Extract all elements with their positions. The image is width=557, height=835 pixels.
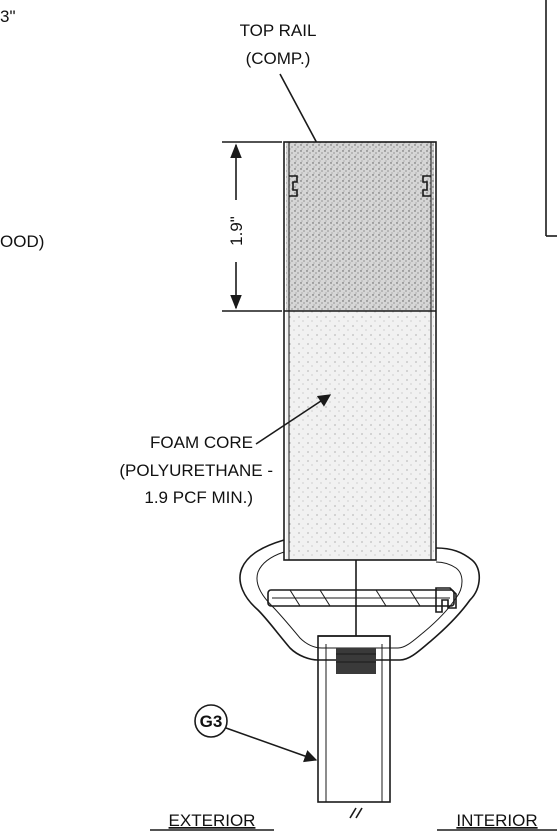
foam-core-label-line3: 1.9 PCF MIN.) <box>144 488 253 507</box>
foam-core-label-line1: FOAM CORE <box>150 433 253 452</box>
partial-material-label: OOD) <box>0 232 44 251</box>
rail-groove-left <box>289 175 298 197</box>
exterior-label: EXTERIOR <box>169 811 256 830</box>
dimension-label: 1.9" <box>227 216 246 246</box>
sill-gasket <box>336 648 376 674</box>
foam-core-section <box>286 311 434 560</box>
top-rail-label-line1: TOP RAIL <box>240 21 317 40</box>
top-rail-label-line2: (COMP.) <box>246 49 311 68</box>
weatherstrip-clip <box>435 587 457 613</box>
rail-groove-right <box>422 175 431 197</box>
foam-core-label-line2: (POLYURETHANE - <box>119 461 273 480</box>
interior-label: INTERIOR <box>456 811 537 830</box>
g3-callout-leader <box>225 727 318 763</box>
g3-callout-circle <box>194 704 228 738</box>
break-mark-2 <box>355 807 363 819</box>
door-skin-outline <box>283 141 437 561</box>
g3-callout-label: G3 <box>200 712 223 731</box>
foam-core-leader <box>255 394 332 445</box>
top-rail-section <box>286 142 434 311</box>
partial-dimension-label: 3" <box>0 7 16 26</box>
break-mark-1 <box>349 807 357 819</box>
bottom-rail-plate <box>267 589 455 607</box>
